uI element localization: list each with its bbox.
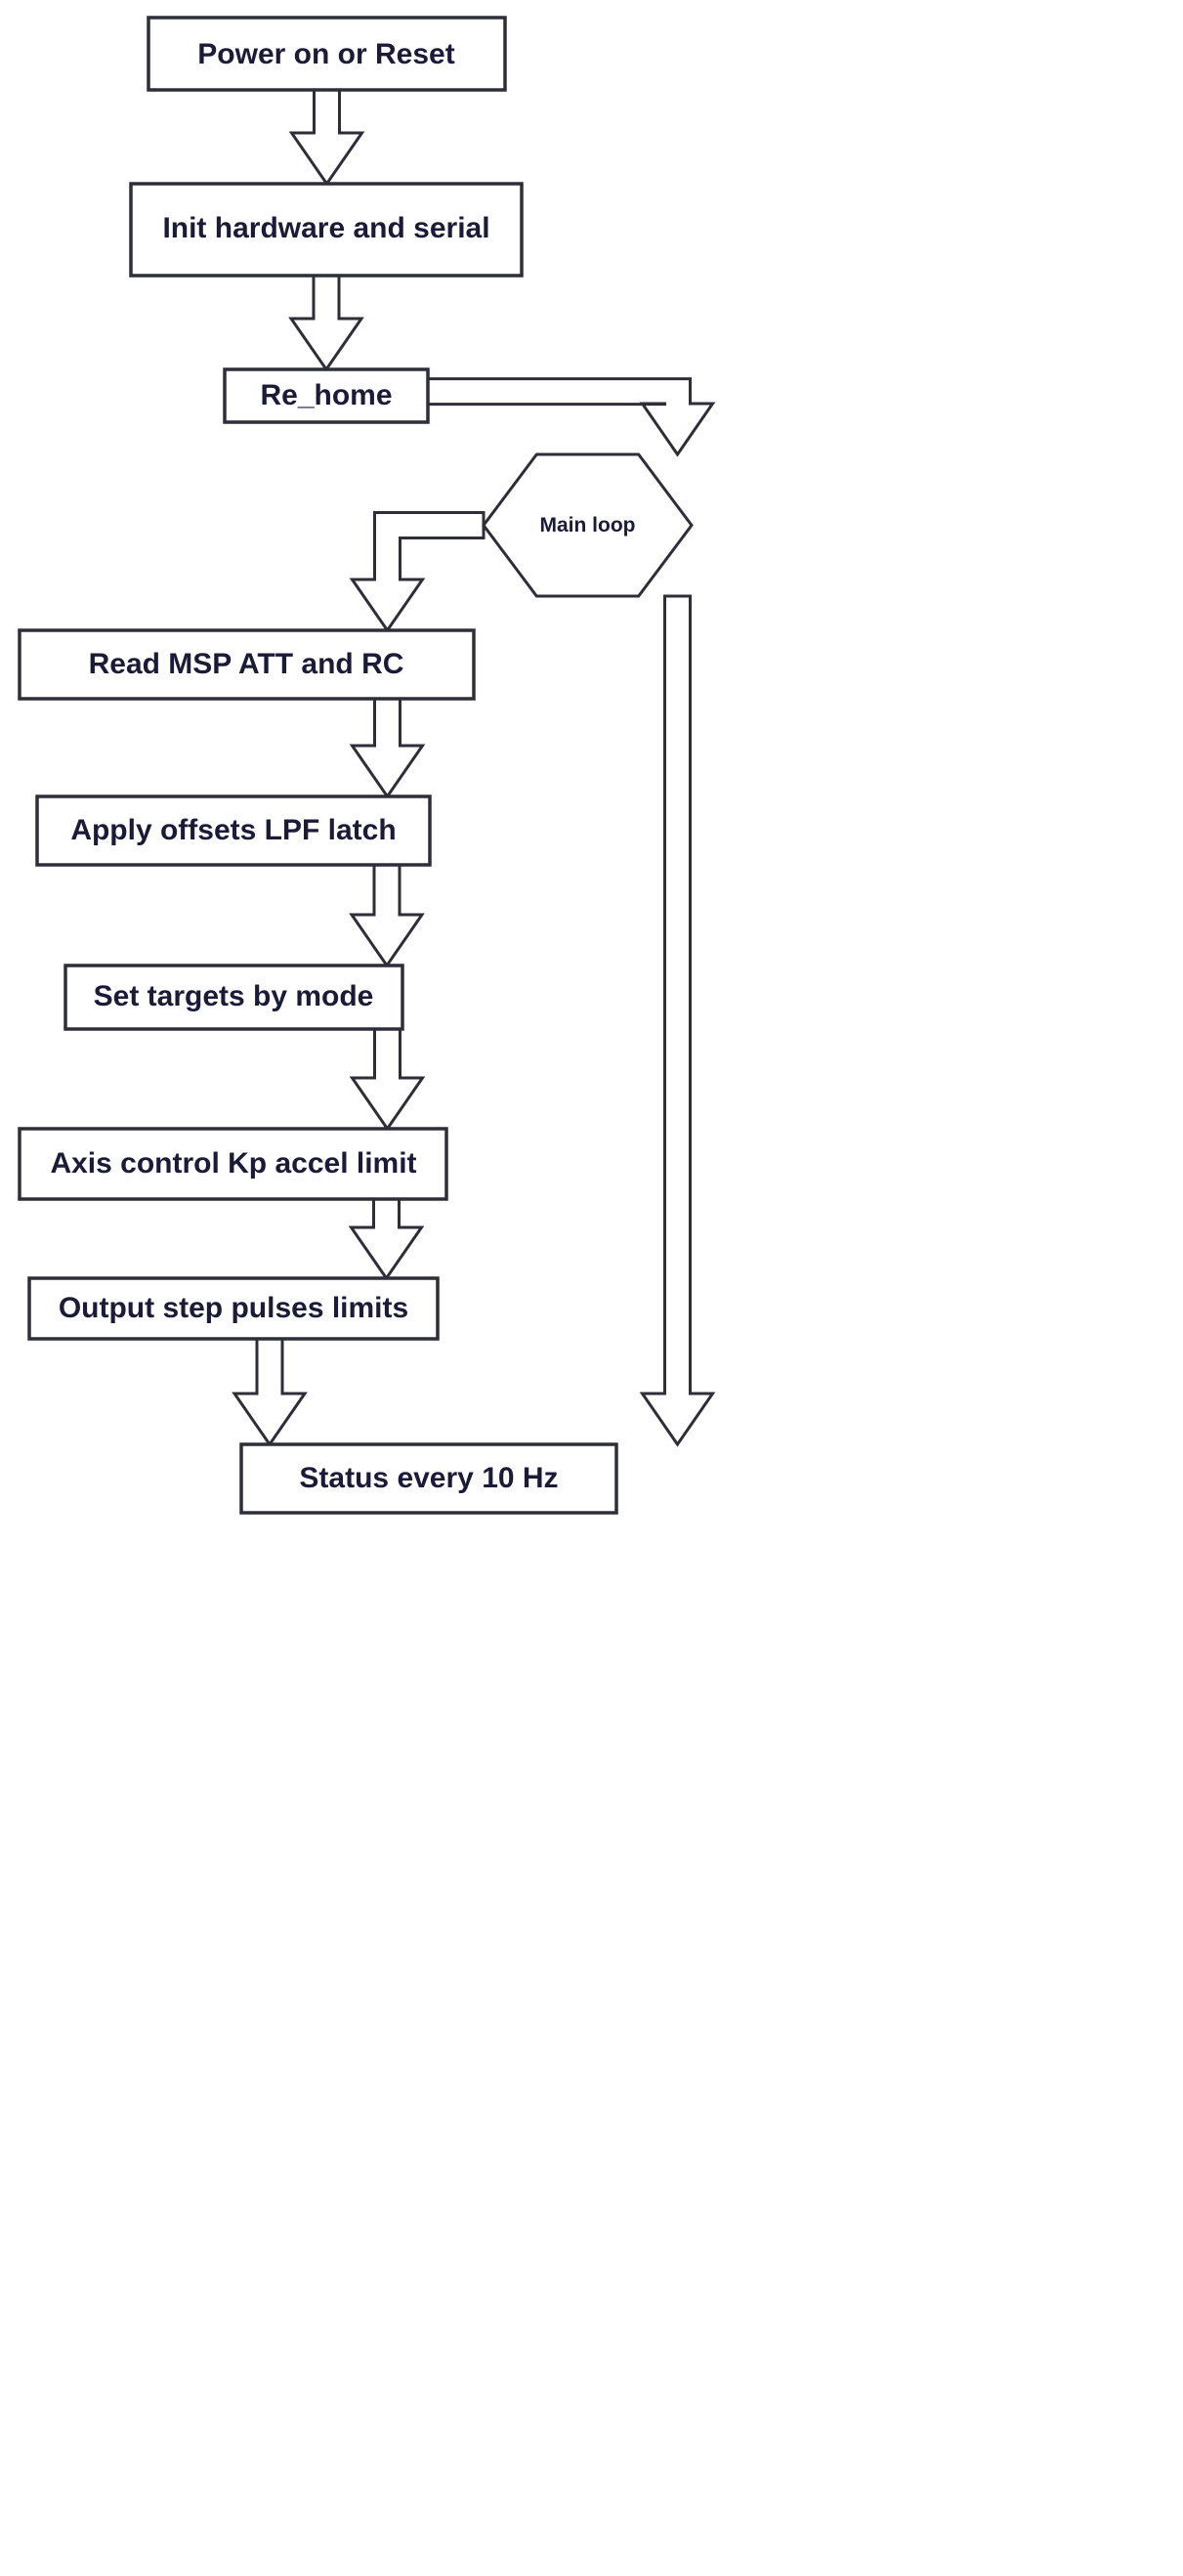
edge-axis-control-to-output-step [348, 1197, 425, 1281]
node-label-status-every-10-hz: Status every 10 Hz [299, 1462, 558, 1494]
edge-init-hardware-to-re-home [288, 274, 364, 372]
edge-re-home-to-main-loop [426, 377, 716, 457]
node-set-targets-by-mode[interactable]: Set targets by mode [63, 964, 404, 1031]
node-label-axis-control-kp-accel-limit: Axis control Kp accel limit [50, 1147, 416, 1180]
node-axis-control-kp-accel-limit[interactable]: Axis control Kp accel limit [18, 1127, 448, 1201]
node-label-power-on-or-reset: Power on or Reset [197, 38, 454, 70]
node-apply-offsets-lpf-latch[interactable]: Apply offsets LPF latch [35, 794, 432, 867]
edge-main-loop-to-read-msp [349, 511, 486, 633]
node-status-every-10-hz[interactable]: Status every 10 Hz [239, 1442, 618, 1515]
edge-main-loop-to-status [639, 594, 716, 1447]
edge-set-targets-to-axis-control [349, 1027, 426, 1132]
node-label-re-home: Re_home [260, 379, 392, 411]
edge-read-msp-to-apply-offsets [349, 697, 426, 799]
node-read-msp-att-and-rc[interactable]: Read MSP ATT and RC [18, 628, 476, 701]
node-main-loop[interactable]: Main loop [482, 452, 694, 598]
node-label-init-hardware-and-serial: Init hardware and serial [162, 212, 489, 244]
edge-output-step-to-status [232, 1337, 308, 1447]
node-label-set-targets-by-mode: Set targets by mode [94, 980, 374, 1012]
node-label-read-msp-att-and-rc: Read MSP ATT and RC [89, 648, 404, 680]
node-power-on-or-reset[interactable]: Power on or Reset [147, 16, 507, 92]
edge-power-on-to-init-hardware [288, 88, 365, 187]
node-init-hardware-and-serial[interactable]: Init hardware and serial [129, 182, 524, 278]
node-label-main-loop: Main loop [540, 514, 636, 537]
node-label-output-step-pulses-limits: Output step pulses limits [59, 1292, 408, 1324]
node-label-apply-offsets-lpf-latch: Apply offsets LPF latch [70, 814, 396, 846]
node-re-home[interactable]: Re_home [223, 367, 430, 424]
node-output-step-pulses-limits[interactable]: Output step pulses limits [27, 1276, 440, 1341]
edge-apply-offsets-to-set-targets [349, 863, 425, 968]
